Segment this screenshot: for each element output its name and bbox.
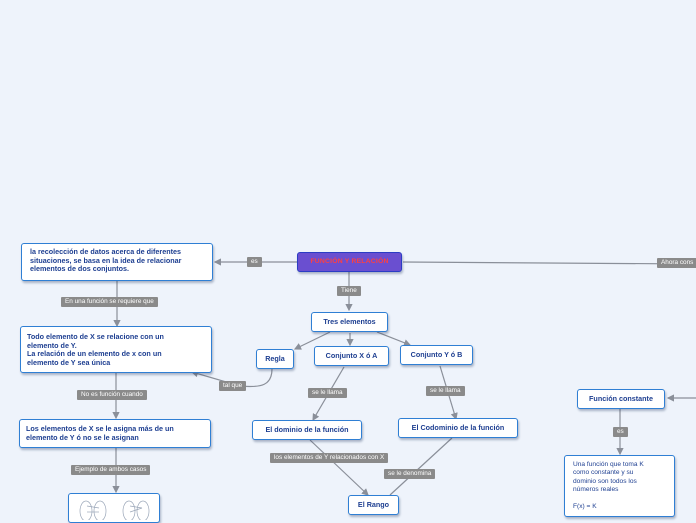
label-tiene: Tiene <box>337 286 361 296</box>
codominio-label: El Codominio de la función <box>411 422 505 432</box>
regla-label: Regla <box>265 353 285 363</box>
los-elementos-node[interactable]: Los elementos de X se le asigna más de u… <box>19 419 211 448</box>
constante-desc-line-4: números reales <box>573 486 619 494</box>
central-topic-node[interactable]: FUNCIÓN Y RELACIÓN <box>297 252 402 272</box>
example-diagram-node[interactable] <box>68 493 160 523</box>
los-elementos-line-2: elemento de Y ó no se le asignan <box>26 432 139 442</box>
regla-node[interactable]: Regla <box>256 349 294 369</box>
rango-label: El Rango <box>357 499 390 509</box>
todo-elemento-line-4: elemento de Y sea única <box>27 357 111 367</box>
label-tal-que: tal que <box>219 381 247 391</box>
recoleccion-line-1: la recolección de datos acerca de difere… <box>30 247 182 256</box>
todo-elemento-node[interactable]: Todo elemento de X se relacione con un e… <box>20 326 212 373</box>
constante-desc-line-2: como constante y su <box>573 469 634 477</box>
dominio-node[interactable]: El dominio de la función <box>252 420 362 440</box>
label-es-left: es <box>247 257 262 267</box>
tres-elementos-label: Tres elementos <box>323 316 376 326</box>
funcion-constante-label: Función constante <box>589 393 653 403</box>
funcion-constante-node[interactable]: Función constante <box>577 389 665 409</box>
recoleccion-node[interactable]: la recolección de datos acerca de difere… <box>21 243 213 281</box>
tres-elementos-node[interactable]: Tres elementos <box>311 312 388 332</box>
central-topic-label: FUNCIÓN Y RELACIÓN <box>310 257 389 265</box>
todo-elemento-line-2: elemento de Y. <box>27 340 77 350</box>
conjunto-x-node[interactable]: Conjunto X ó A <box>314 346 389 366</box>
conjunto-x-label: Conjunto X ó A <box>325 350 378 360</box>
codominio-node[interactable]: El Codominio de la función <box>398 418 518 438</box>
label-se-le-llama-1: se le llama <box>308 388 347 398</box>
constante-desc-line-3: dominio son todos los <box>573 477 637 485</box>
conjunto-y-node[interactable]: Conjunto Y ó B <box>400 345 473 365</box>
todo-elemento-line-1: Todo elemento de X se relacione con un <box>27 332 164 341</box>
link-codominio-rango <box>389 437 453 496</box>
constante-desc-formula: F(x) = K <box>573 502 597 510</box>
constante-desc-node[interactable]: Una función que toma K como constante y … <box>564 455 675 517</box>
label-ejemplo: Ejemplo de ambos casos <box>71 465 151 475</box>
dominio-label: El dominio de la función <box>265 424 349 434</box>
link-central-right <box>402 261 696 265</box>
constante-desc-line-1: Una función que toma K <box>573 461 644 468</box>
los-elementos-line-1: Los elementos de X se le asigna más de u… <box>26 424 174 433</box>
label-se-le-llama-2: se le llama <box>426 386 465 396</box>
recoleccion-line-3: elementos de dos conjuntos. <box>30 264 130 274</box>
link-tres-conjy <box>376 331 412 347</box>
label-requiere: En una función se requiere que <box>61 297 158 307</box>
label-relacionados: los elementos de Y relacionados con X <box>270 453 389 463</box>
recoleccion-line-2: situaciones, se basa en la idea de relac… <box>30 255 182 265</box>
link-dominio-rango <box>309 439 369 496</box>
link-tres-regla <box>293 331 331 350</box>
constante-desc-spacer <box>573 495 666 503</box>
conjunto-y-label: Conjunto Y ó B <box>410 349 463 359</box>
label-es-right: es <box>613 427 628 437</box>
set-mapping-sketch <box>79 500 150 522</box>
rango-node[interactable]: El Rango <box>348 495 399 515</box>
label-denomina: se le denomina <box>384 469 436 479</box>
label-ahora: Ahora cons <box>657 258 696 268</box>
todo-elemento-line-3: La relación de un elemento de x con un <box>27 349 162 359</box>
label-no-es: No es función cuando <box>77 390 147 400</box>
